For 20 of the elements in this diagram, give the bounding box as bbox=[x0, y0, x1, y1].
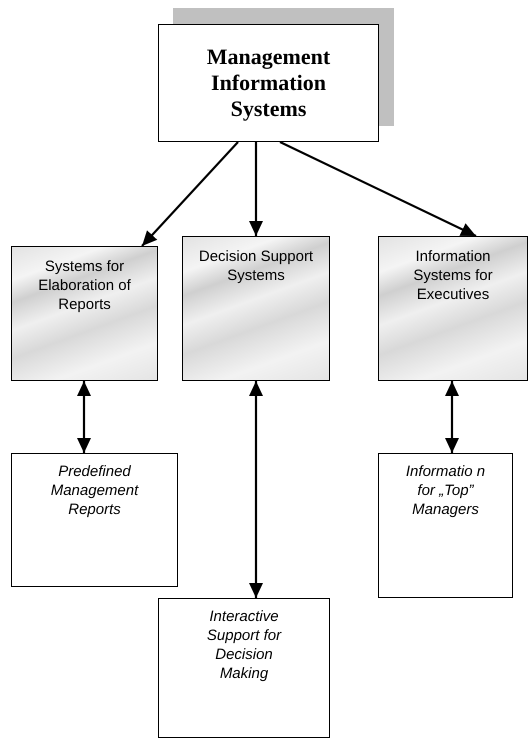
node-label: Systems for Elaboration of Reports bbox=[37, 257, 132, 314]
node-label: Predefined Management Reports bbox=[50, 462, 140, 520]
arrow bbox=[445, 381, 459, 453]
arrow bbox=[280, 141, 476, 237]
system-box bbox=[182, 236, 330, 381]
node-label: Management Information Systems bbox=[206, 44, 332, 122]
arrow bbox=[249, 142, 263, 236]
system-box bbox=[378, 236, 528, 381]
node-label: Information Systems for Executives bbox=[412, 247, 494, 304]
output-box bbox=[11, 453, 178, 587]
output-box bbox=[158, 598, 330, 738]
system-box bbox=[11, 246, 158, 381]
arrow bbox=[141, 141, 239, 247]
arrow bbox=[249, 381, 263, 598]
arrow bbox=[77, 381, 91, 453]
title-box bbox=[158, 24, 379, 142]
node-label: Informatio n for „Top” Managers bbox=[404, 462, 486, 520]
node-label: Interactive Support for Decision Making bbox=[206, 607, 282, 684]
output-box bbox=[378, 453, 513, 598]
node-label: Decision Support Systems bbox=[198, 247, 314, 286]
